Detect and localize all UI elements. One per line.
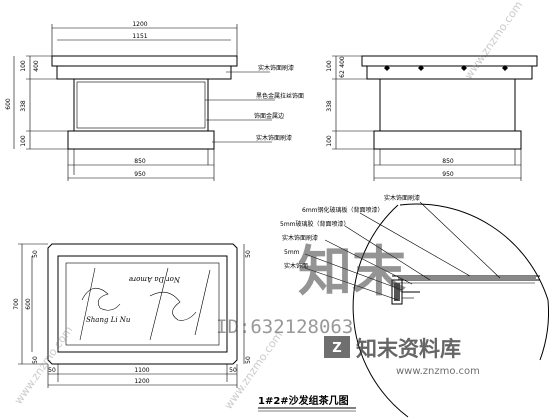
watermark-logo: Z xyxy=(324,336,350,358)
plan-dim-bottom-right: 50 xyxy=(229,367,237,374)
side-dim-left-slab: 400 xyxy=(339,56,346,68)
watermark-diagonal-top: www.znzmo.com xyxy=(462,0,526,82)
plan-dim-left-top: 50 xyxy=(32,250,39,258)
front-dim-left-overall: 600 xyxy=(5,98,12,110)
front-leader-2: 黑色金属拉丝饰面 xyxy=(256,92,304,100)
plan-dim-left-overall: 700 xyxy=(13,298,20,310)
plan-dim-bottom-inner: 1100 xyxy=(134,367,149,374)
detail-note-6: 实木饰面 xyxy=(284,262,308,270)
front-dim-bottom-body: 850 xyxy=(134,158,146,165)
front-dim-left-base: 100 xyxy=(20,135,27,147)
watermark-brand-glyphs: 知末 xyxy=(298,240,406,303)
plan-view: Nor Da Amore Shang Li Nu 700 600 50 50 5… xyxy=(13,243,252,388)
side-ornament-diamonds xyxy=(384,65,508,71)
watermark-site-name: 知末资料库 xyxy=(356,337,461,361)
detail-note-1: 实木饰面刷漆 xyxy=(384,194,420,202)
plan-dim-right-bottom: 50 xyxy=(245,356,252,364)
edge-detail: 实木饰面刷漆 6mm钢化玻璃板（背面喷漆） 5mm玻璃胶（背面喷漆） 实木饰面刷… xyxy=(280,194,549,418)
front-dim-top-overall: 1200 xyxy=(132,21,147,28)
front-leader-3: 饰面金属边 xyxy=(254,112,284,120)
front-elevation: 1200 1151 600 100 400 338 100 850 950 xyxy=(5,21,304,181)
plan-dim-left-inner: 600 xyxy=(25,298,32,310)
side-dim-bottom-body: 850 xyxy=(442,158,454,165)
drawing-title: 1#2#沙发组茶几图 xyxy=(258,394,349,407)
watermark-diagonal-bottom: www.znzmo.com xyxy=(12,324,76,407)
watermark-layer: www.znzmo.com www.znzmo.com www.znzmo.co… xyxy=(12,0,526,412)
side-dim-left-top: 100 xyxy=(326,60,333,72)
front-dim-left-slab: 400 xyxy=(33,60,40,72)
side-dim-bottom-base: 950 xyxy=(442,171,454,178)
front-leader-1: 实木饰面刷漆 xyxy=(258,64,294,72)
side-dim-left-body: 338 xyxy=(326,100,333,112)
plan-script-upper: Nor Da Amore xyxy=(129,275,181,283)
detail-note-2: 6mm钢化玻璃板（背面喷漆） xyxy=(302,206,384,214)
drawing-title-block: 1#2#沙发组茶几图 xyxy=(258,394,356,412)
front-dim-top-inner: 1151 xyxy=(132,33,147,40)
side-dim-left-edge: 62 xyxy=(339,70,346,78)
front-dim-bottom-base: 950 xyxy=(134,171,146,178)
front-dim-left-top: 100 xyxy=(20,60,27,72)
side-elevation: 100 400 62 338 100 850 950 xyxy=(326,55,538,181)
front-leader-4: 实木饰面刷漆 xyxy=(256,134,292,142)
watermark-id: ID:632128063 xyxy=(216,316,353,338)
detail-note-3: 5mm玻璃胶（背面喷漆） xyxy=(280,220,350,228)
svg-text:Z: Z xyxy=(332,341,341,356)
side-dim-left-base: 100 xyxy=(326,135,333,147)
watermark-site-url: www.znzmo.com xyxy=(396,366,480,377)
plan-dim-bottom-left: 50 xyxy=(48,367,56,374)
plan-dim-right-top: 50 xyxy=(245,250,252,258)
plan-dim-left-bottom: 50 xyxy=(32,356,39,364)
front-dim-left-body: 338 xyxy=(20,100,27,112)
detail-note-4: 实木饰面刷漆 xyxy=(282,234,318,242)
plan-dim-bottom-overall: 1200 xyxy=(134,378,149,385)
plan-script-lower: Shang Li Nu xyxy=(86,316,131,324)
detail-note-5: 5mm xyxy=(284,249,300,256)
